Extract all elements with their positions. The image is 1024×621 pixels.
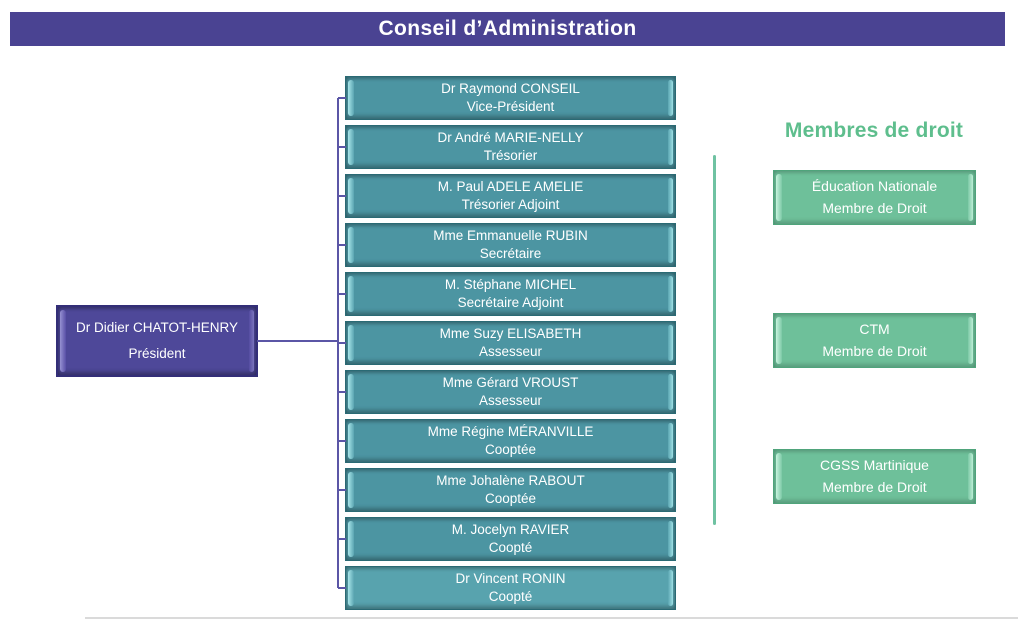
member-of-right-box: CTM Membre de Droit: [773, 313, 976, 368]
connector-trunk-line: [337, 98, 339, 588]
member-role: Secrétaire: [479, 246, 542, 261]
members-of-right-heading: Membres de droit: [784, 119, 964, 142]
bevel-highlight: [348, 570, 354, 606]
bevel-highlight: [668, 521, 673, 557]
bevel-highlight: [668, 423, 673, 459]
member-name: M. Jocelyn RAVIER: [451, 522, 570, 537]
bevel-highlight: [348, 80, 354, 116]
bevel-highlight: [249, 310, 254, 372]
bevel-highlight: [668, 570, 673, 606]
president-role: Président: [128, 346, 186, 361]
bevel-highlight: [668, 325, 673, 361]
member-name: Mme Johalène RABOUT: [436, 473, 585, 488]
board-member-box: M. Stéphane MICHEL Secrétaire Adjoint: [338, 272, 676, 316]
board-member-box: M. Paul ADELE AMELIE Trésorier Adjoint: [338, 174, 676, 218]
member-role: Cooptée: [484, 442, 537, 457]
bevel-highlight: [668, 472, 673, 508]
member-role: Coopté: [488, 589, 533, 604]
bevel-highlight: [348, 129, 354, 165]
member-role: Cooptée: [484, 491, 537, 506]
president-box: Dr Didier CHATOT-HENRY Président: [56, 305, 258, 377]
bevel-highlight: [348, 178, 354, 214]
member-of-right-box: Éducation Nationale Membre de Droit: [773, 170, 976, 225]
bevel-highlight: [348, 227, 354, 263]
member-name: Mme Emmanuelle RUBIN: [433, 228, 588, 243]
member-of-right-box: CGSS Martinique Membre de Droit: [773, 449, 976, 504]
bottom-divider: [85, 617, 1018, 619]
right-box-role: Membre de Droit: [822, 199, 927, 216]
member-name: Dr Vincent RONIN: [455, 571, 566, 586]
member-name: Mme Gérard VROUST: [442, 375, 579, 390]
member-role: Coopté: [488, 540, 533, 555]
right-box-role: Membre de Droit: [822, 478, 927, 495]
right-box-name: CGSS Martinique: [820, 456, 929, 473]
right-box-name: Éducation Nationale: [811, 177, 938, 194]
member-role: Vice-Président: [466, 99, 555, 114]
vertical-separator-line: [713, 155, 716, 525]
board-member-box: Mme Johalène RABOUT Cooptée: [338, 468, 676, 512]
member-name: M. Stéphane MICHEL: [444, 277, 577, 292]
board-member-box: M. Jocelyn RAVIER Coopté: [338, 517, 676, 561]
right-box-name: CTM: [859, 320, 890, 337]
bevel-highlight: [668, 276, 673, 312]
bevel-highlight: [668, 178, 673, 214]
member-role: Trésorier: [483, 148, 538, 163]
member-role: Assesseur: [478, 393, 543, 408]
member-name: M. Paul ADELE AMELIE: [437, 179, 584, 194]
bevel-highlight: [348, 374, 354, 410]
member-role: Secrétaire Adjoint: [457, 295, 564, 310]
header-bar: Conseil d’Administration: [10, 12, 1005, 46]
bevel-highlight: [668, 374, 673, 410]
bevel-highlight: [348, 325, 354, 361]
board-member-box: Mme Suzy ELISABETH Assesseur: [338, 321, 676, 365]
board-member-box: Dr Vincent RONIN Coopté: [338, 566, 676, 610]
bevel-highlight: [348, 521, 354, 557]
bevel-highlight: [348, 423, 354, 459]
president-name: Dr Didier CHATOT-HENRY: [75, 320, 239, 335]
connector-president-line: [257, 340, 338, 342]
board-member-box: Dr Raymond CONSEIL Vice-Président: [338, 76, 676, 120]
members-of-right-boxes: Éducation Nationale Membre de Droit CTM …: [773, 170, 976, 504]
bevel-highlight: [348, 472, 354, 508]
member-name: Mme Suzy ELISABETH: [439, 326, 582, 341]
member-name: Dr Raymond CONSEIL: [441, 81, 580, 96]
board-members-column: Dr Raymond CONSEIL Vice-Président Dr And…: [338, 76, 676, 610]
member-role: Assesseur: [478, 344, 543, 359]
right-box-role: Membre de Droit: [822, 342, 927, 359]
board-member-box: Mme Gérard VROUST Assesseur: [338, 370, 676, 414]
bevel-highlight: [668, 80, 673, 116]
page-title: Conseil d’Administration: [378, 17, 637, 40]
board-member-box: Mme Régine MÉRANVILLE Cooptée: [338, 419, 676, 463]
member-name: Mme Régine MÉRANVILLE: [427, 424, 594, 439]
bevel-highlight: [348, 276, 354, 312]
board-member-box: Dr André MARIE-NELLY Trésorier: [338, 125, 676, 169]
bevel-highlight: [668, 129, 673, 165]
board-member-box: Mme Emmanuelle RUBIN Secrétaire: [338, 223, 676, 267]
bevel-highlight: [668, 227, 673, 263]
member-role: Trésorier Adjoint: [461, 197, 560, 212]
member-name: Dr André MARIE-NELLY: [437, 130, 584, 145]
